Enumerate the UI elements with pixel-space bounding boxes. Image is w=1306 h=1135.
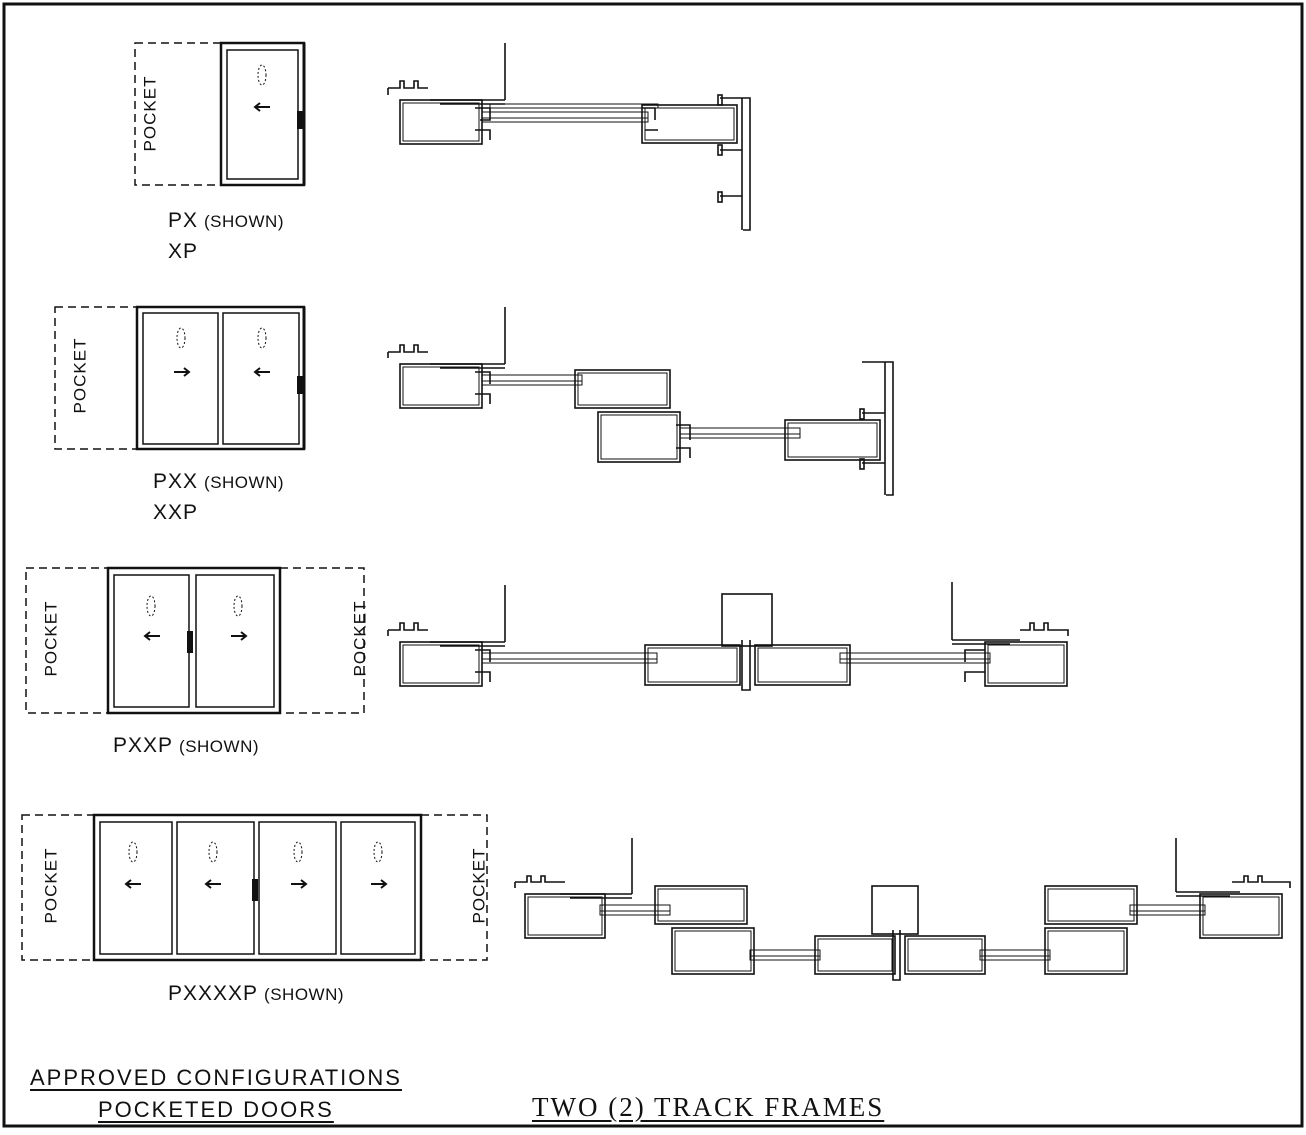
config-alt-code: XP [168, 240, 199, 263]
glass-hatch-icon [176, 327, 186, 349]
pocket-outline [279, 567, 365, 714]
section-pxx [387, 307, 894, 496]
config-code: PXXXXP [168, 982, 259, 1005]
arrow-right-icon [174, 367, 191, 377]
handle-icon [187, 631, 193, 653]
arrow-left-icon [253, 102, 270, 112]
pocket-outline [420, 814, 488, 961]
approved-configurations-heading: APPROVED CONFIGURATIONS [30, 1065, 402, 1090]
glass-hatch-icon [257, 327, 267, 349]
pocket-label: POCKET [140, 75, 160, 152]
config-code-label: PXXXXP (SHOWN) [168, 983, 344, 1004]
handle-icon [297, 376, 303, 394]
pocketed-doors-heading: POCKETED DOORS [98, 1097, 334, 1122]
shown-tag: (SHOWN) [204, 473, 285, 492]
section-pxxxxp [514, 838, 1291, 981]
glass-hatch-icon [128, 841, 138, 863]
door-panel [195, 574, 275, 708]
pocket-label: POCKET [70, 337, 90, 414]
door-panel [226, 49, 299, 180]
door-frame [106, 566, 282, 715]
elevation-pxx [54, 305, 306, 451]
door-panel [222, 312, 300, 445]
arrow-left-icon [253, 367, 270, 377]
door-frame [92, 813, 423, 962]
config-alt-code: XXP [153, 501, 199, 524]
door-panel [142, 312, 219, 445]
arrow-right-icon [371, 879, 388, 889]
glass-hatch-icon [208, 841, 218, 863]
pocket-label: POCKET [41, 600, 61, 677]
door-panel [99, 821, 173, 955]
elevation-pxxp [25, 566, 365, 715]
config-code-label: PX (SHOWN) [168, 210, 284, 231]
shown-tag: (SHOWN) [204, 212, 284, 231]
two-track-frames-title: TWO (2) TRACK FRAMES [532, 1092, 885, 1122]
glass-hatch-icon [233, 595, 243, 617]
door-frame [135, 305, 306, 451]
door-panel [176, 821, 255, 955]
shown-tag: (SHOWN) [179, 737, 260, 756]
arrow-left-icon [124, 879, 141, 889]
pocket-label: POCKET [350, 600, 370, 677]
arrow-right-icon [231, 631, 248, 641]
glass-hatch-icon [257, 64, 267, 86]
section-px [387, 43, 751, 231]
config-code-label: PXXP (SHOWN) [113, 735, 259, 756]
pocket-outline [54, 306, 138, 450]
door-panel [258, 821, 337, 955]
pocket-label: POCKET [41, 847, 61, 924]
elevation-pxxxxp [21, 813, 488, 962]
config-code: PX [168, 209, 199, 232]
door-frame [219, 41, 306, 187]
config-code: PXX [153, 470, 199, 493]
config-code-label: PXX (SHOWN) [153, 471, 284, 492]
door-panel [113, 574, 190, 708]
glass-hatch-icon [373, 841, 383, 863]
arrow-right-icon [291, 879, 308, 889]
shown-tag: (SHOWN) [264, 985, 345, 1004]
section-pxxp [387, 582, 1069, 691]
arrow-left-icon [204, 879, 221, 889]
pocket-label: POCKET [469, 847, 489, 924]
pocket-outline [25, 567, 109, 714]
handle-icon [297, 111, 303, 129]
handle-icon [252, 879, 258, 901]
glass-hatch-icon [293, 841, 303, 863]
elevation-px [134, 41, 306, 187]
door-panel [340, 821, 416, 955]
arrow-left-icon [143, 631, 160, 641]
glass-hatch-icon [146, 595, 156, 617]
config-code: PXXP [113, 734, 174, 757]
